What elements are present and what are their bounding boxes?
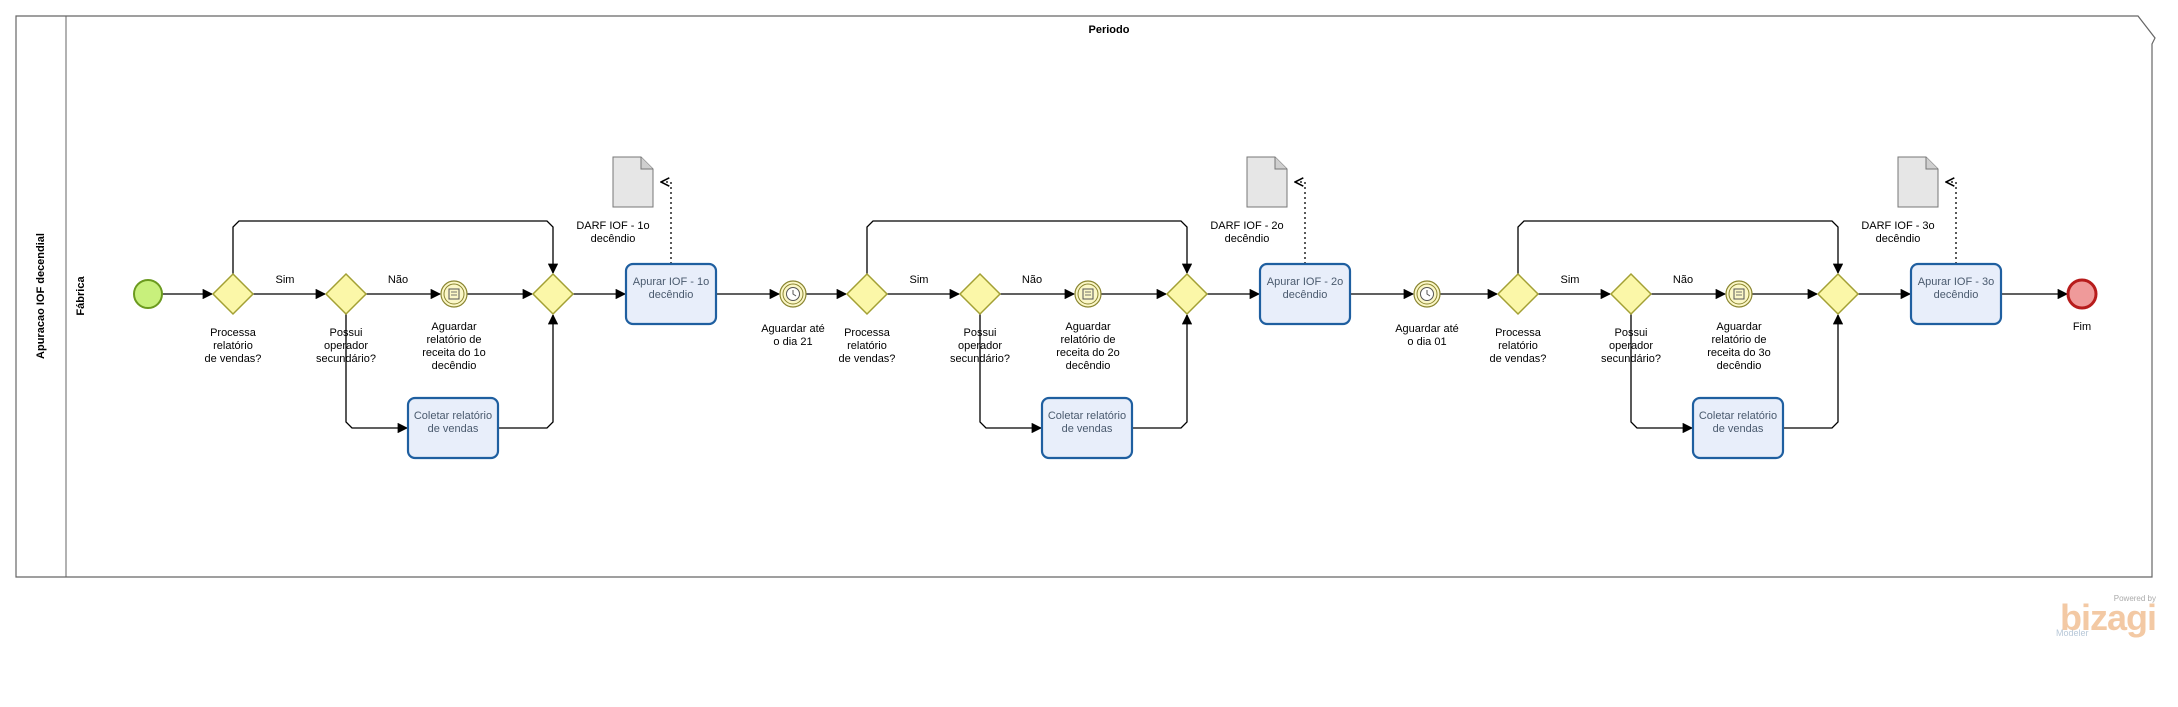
- wait-message-event-2[interactable]: [1074, 280, 1102, 308]
- flow-to-collect: [1630, 314, 1694, 434]
- flow-shapes: [133, 156, 2098, 460]
- flow-to-artifact: [1946, 182, 1957, 264]
- phase-name: Periodo: [1089, 24, 1130, 36]
- apurar-task-3[interactable]: [1909, 262, 2003, 326]
- darf-document-2-fold: [1274, 157, 1287, 170]
- message-icon: [1733, 288, 1745, 300]
- wait-message-event-2-inner: [1077, 283, 1099, 305]
- message-icon: [448, 288, 460, 300]
- collect-task-3[interactable]: [1691, 396, 1785, 460]
- collect-task-2[interactable]: [1040, 396, 1134, 460]
- merge-gateway-2[interactable]: [1165, 272, 1209, 316]
- clock-hands: [792, 290, 797, 297]
- flow-collect-to-merge: [498, 313, 559, 429]
- watermark-product: Modeler: [2056, 628, 2089, 638]
- flow-collect-to-merge: [1783, 313, 1844, 429]
- sequence-flows: [162, 182, 2069, 434]
- wait-message-event-1[interactable]: [440, 280, 468, 308]
- timer-event-1-inner: [782, 283, 804, 305]
- wait-message-event-3[interactable]: [1725, 280, 1753, 308]
- clock-hands: [1426, 290, 1431, 297]
- secondary-gateway-3[interactable]: [1609, 272, 1653, 316]
- bizagi-logo: bizagi: [2059, 597, 2157, 638]
- flow-to-artifact: [661, 182, 672, 264]
- no-label-2: Não: [1022, 274, 1042, 286]
- darf-document-1-fold: [640, 157, 653, 170]
- merge-gateway-3[interactable]: [1816, 272, 1860, 316]
- message-icon: [1082, 288, 1094, 300]
- flow-to-collect: [345, 314, 409, 434]
- flow-to-artifact: [1295, 182, 1306, 264]
- flow-collect-to-merge: [1132, 313, 1193, 429]
- lane-name: Fábrica: [75, 276, 87, 316]
- merge-gateway-1[interactable]: [531, 272, 575, 316]
- secondary-gateway-1[interactable]: [324, 272, 368, 316]
- timer-event-2-inner: [1416, 283, 1438, 305]
- yes-label-1: Sim: [276, 274, 295, 286]
- apurar-task-2[interactable]: [1258, 262, 1352, 326]
- decision-gateway-2[interactable]: [845, 272, 889, 316]
- flow-to-collect: [979, 314, 1043, 434]
- pool-name: Apuracao IOF decendial: [35, 233, 47, 359]
- flow-skip: [232, 220, 559, 275]
- flow-skip: [1517, 220, 1844, 275]
- end-event[interactable]: [2066, 278, 2098, 310]
- apurar-task-1[interactable]: [624, 262, 718, 326]
- secondary-gateway-2[interactable]: [958, 272, 1002, 316]
- start-event[interactable]: [133, 279, 163, 309]
- wait-message-event-1-inner: [443, 283, 465, 305]
- bizagi-watermark: Powered by bizagi Modeler: [2056, 594, 2157, 640]
- decision-gateway-3[interactable]: [1496, 272, 1540, 316]
- wait-message-event-3-inner: [1728, 283, 1750, 305]
- no-label-1: Não: [388, 274, 408, 286]
- flow-skip: [866, 220, 1193, 275]
- yes-label-3: Sim: [1561, 274, 1580, 286]
- yes-label-2: Sim: [910, 274, 929, 286]
- collect-task-1[interactable]: [406, 396, 500, 460]
- watermark-powered: Powered by: [2113, 594, 2156, 603]
- no-label-3: Não: [1673, 274, 1693, 286]
- darf-document-3-fold: [1925, 157, 1938, 170]
- decision-gateway-1[interactable]: [211, 272, 255, 316]
- end-event-label: Fim: [2073, 321, 2091, 333]
